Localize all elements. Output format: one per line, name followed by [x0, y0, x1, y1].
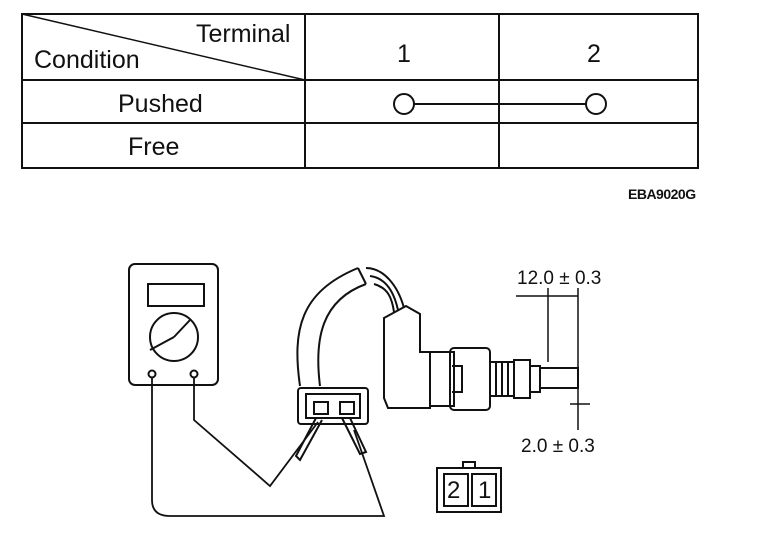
wire-connector [294, 387, 369, 462]
terminal-2-label: 2 [587, 40, 601, 68]
condition-free: Free [128, 133, 180, 161]
condition-pushed: Pushed [118, 90, 203, 118]
table-grid [21, 13, 699, 169]
dimension-top-label: 12.0 ± 0.3 [517, 268, 602, 289]
header-condition: Condition [34, 46, 140, 74]
multimeter [128, 263, 219, 386]
stop-lamp-switch [383, 304, 579, 411]
dimension-bottom-label: 2.0 ± 0.3 [521, 436, 595, 457]
pin-2-label: 2 [447, 477, 461, 504]
connector-pinout [436, 461, 502, 513]
wire-harness [296, 267, 405, 387]
terminal-1-label: 1 [397, 40, 411, 68]
dimension-lines [516, 288, 590, 430]
probe-leads [151, 378, 386, 517]
continuity-connection [393, 93, 607, 115]
header-terminal: Terminal [196, 20, 291, 48]
pin-1-label: 1 [478, 477, 492, 504]
figure-code: EBA9020G [628, 186, 696, 202]
